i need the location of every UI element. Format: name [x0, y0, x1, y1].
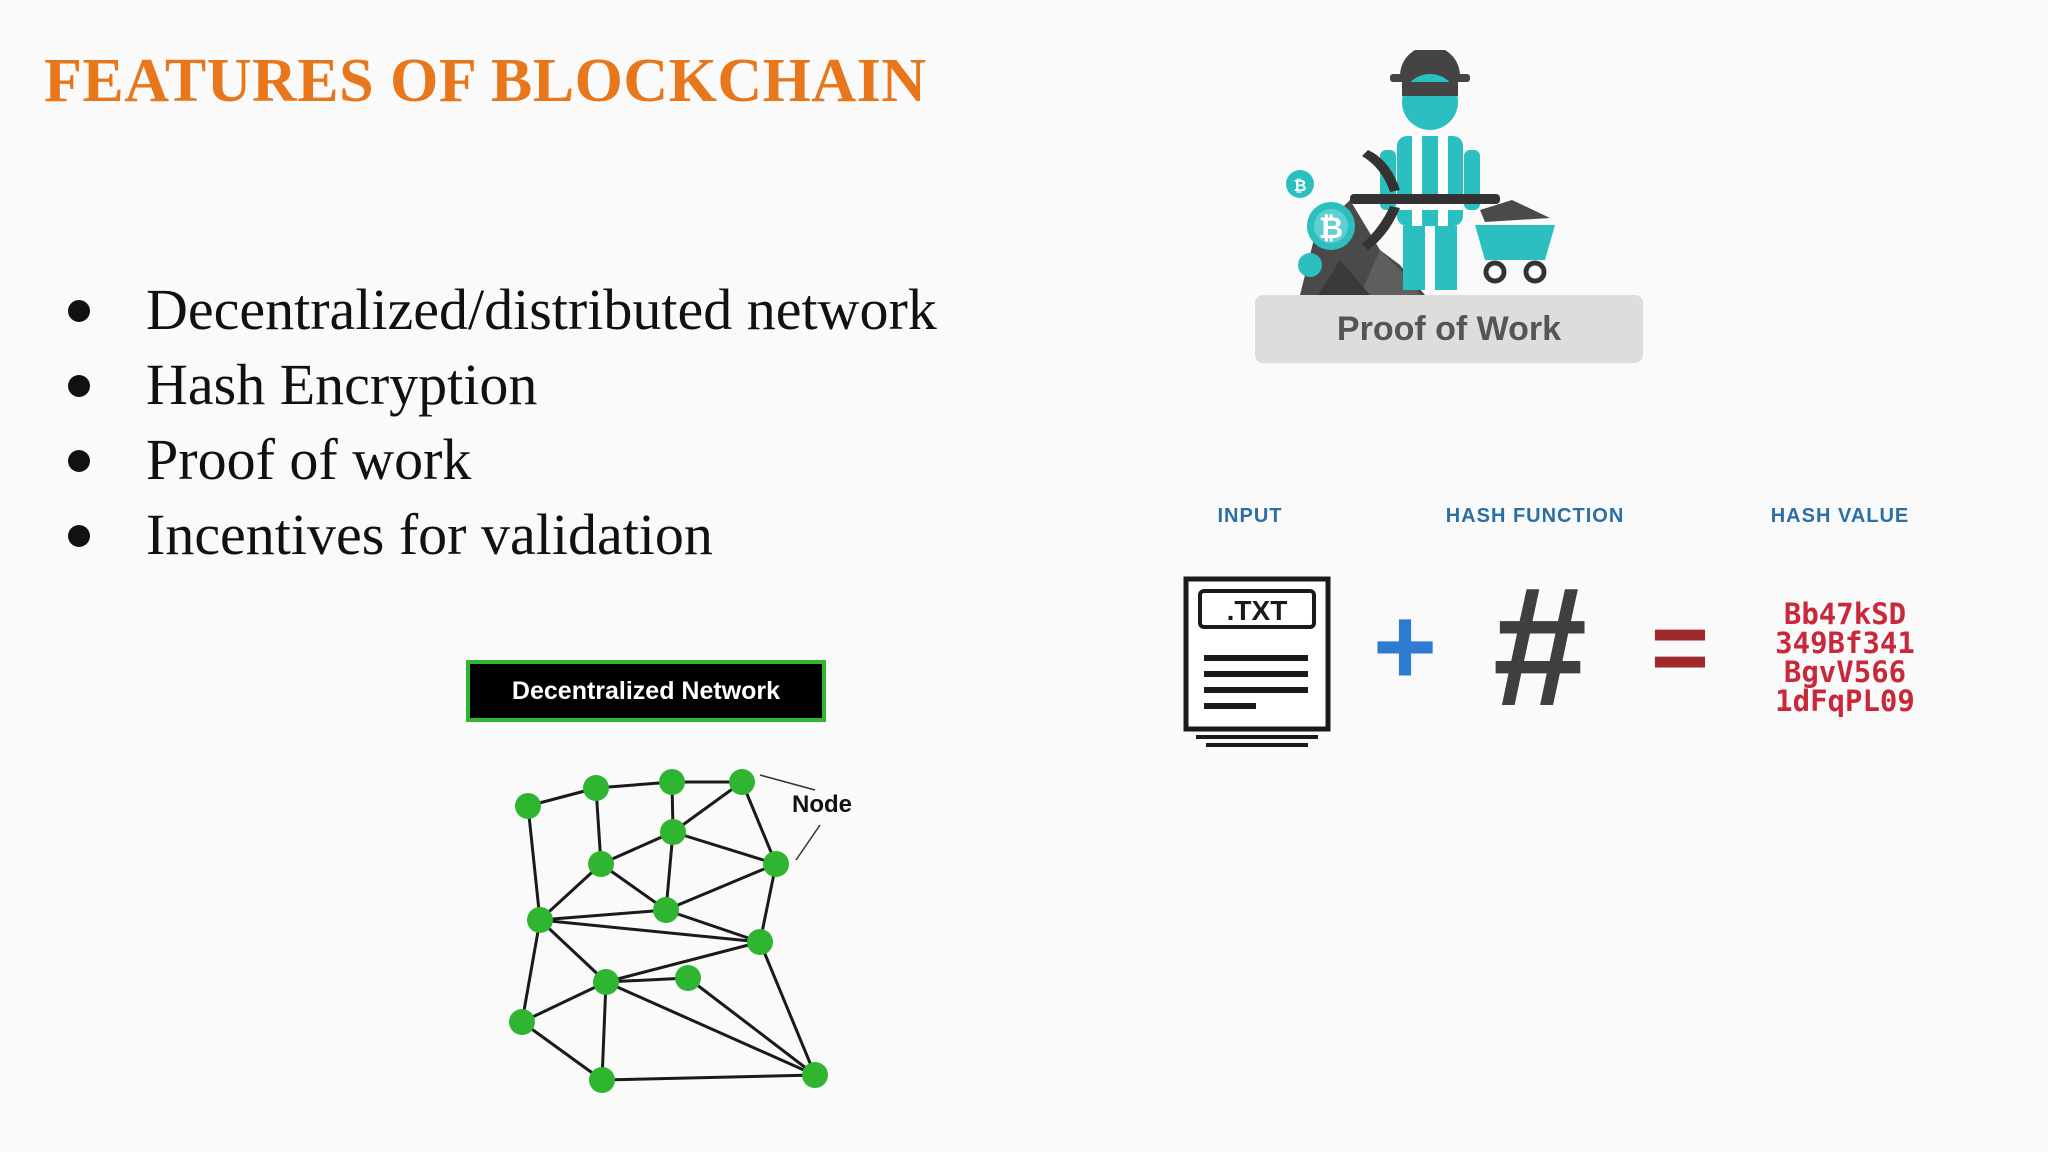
hash-figure: INPUT HASH FUNCTION HASH VALUE .TXT + # … — [1170, 500, 1970, 760]
hash-symbol: # — [1492, 552, 1588, 742]
network-nodes — [509, 769, 828, 1093]
feature-text: Hash Encryption — [146, 352, 538, 417]
network-edge — [758, 863, 778, 943]
network-node — [747, 929, 773, 955]
feature-item: Proof of work — [60, 422, 937, 497]
network-edge — [758, 941, 817, 1076]
network-edge — [601, 1073, 816, 1082]
network-edge — [687, 976, 816, 1077]
feature-item: Decentralized/distributed network — [60, 272, 937, 347]
network-node — [509, 1009, 535, 1035]
bullet-icon — [68, 375, 90, 397]
feature-text: Decentralized/distributed network — [146, 277, 937, 342]
network-edge — [538, 862, 603, 922]
hash-value-line: BgvV566 — [1783, 655, 1907, 689]
network-node — [802, 1062, 828, 1088]
network-title: Decentralized Network — [511, 676, 781, 705]
pickaxe-icon — [1350, 150, 1500, 250]
feature-item: Hash Encryption — [60, 347, 937, 422]
bullet-icon — [68, 300, 90, 322]
hash-value-lines: Bb47kSD 349Bf341 BgvV566 1dFqPL09 — [1730, 600, 1960, 716]
hash-input-label: INPUT — [1217, 505, 1283, 527]
network-node — [515, 793, 541, 819]
network-node — [653, 897, 679, 923]
network-edge — [665, 862, 777, 912]
network-node — [660, 819, 686, 845]
hash-value-line: 1dFqPL09 — [1775, 684, 1915, 718]
network-node — [588, 851, 614, 877]
network-node — [729, 769, 755, 795]
network-edge — [600, 981, 608, 1081]
network-edge — [526, 805, 542, 921]
network-edge — [600, 830, 674, 866]
network-title-box: Decentralized Network — [466, 660, 826, 722]
node-pointer-line — [795, 824, 821, 861]
equals-symbol: = — [1650, 592, 1710, 704]
network-node — [527, 907, 553, 933]
plus-symbol: + — [1372, 585, 1438, 708]
proof-of-work-figure: Proof of Work ₿ ₿ — [1255, 50, 1643, 363]
caption-box — [1255, 295, 1643, 363]
node-pointer-line — [759, 774, 816, 791]
text-file-icon: .TXT — [1183, 576, 1331, 747]
network-edge — [605, 980, 816, 1077]
hash-value-line: 349Bf341 — [1775, 626, 1915, 660]
network-edge — [538, 918, 608, 984]
network-node — [763, 851, 789, 877]
network-edge — [664, 831, 675, 911]
network-diagram: Node — [509, 769, 852, 1093]
feature-list: Decentralized/distributed network Hash E… — [60, 272, 937, 572]
hash-function-label: HASH FUNCTION — [1445, 505, 1625, 527]
network-edge — [605, 940, 761, 984]
hash-value-label: HASH VALUE — [1770, 505, 1910, 527]
svg-text:₿: ₿ — [1319, 212, 1343, 245]
network-node — [589, 1067, 615, 1093]
feature-text: Proof of work — [146, 427, 472, 492]
network-edge — [605, 976, 689, 984]
network-edge — [665, 908, 761, 944]
file-type-label: .TXT — [1227, 595, 1288, 626]
bullet-icon — [68, 450, 90, 472]
bullet-icon — [68, 525, 90, 547]
network-edge — [539, 908, 667, 922]
miner-icon — [1380, 50, 1480, 290]
network-node — [593, 969, 619, 995]
network-edge — [520, 919, 542, 1023]
node-label: Node — [792, 791, 852, 818]
network-node — [659, 769, 685, 795]
network-edge — [539, 918, 761, 944]
hash-value-line: Bb47kSD — [1783, 597, 1907, 631]
network-edge — [521, 980, 607, 1024]
network-edge — [672, 830, 777, 866]
bitcoin-coin-icon: ₿ ₿ — [1286, 170, 1355, 277]
svg-text:₿: ₿ — [1293, 177, 1306, 195]
network-edge — [672, 780, 743, 834]
network-edge — [740, 781, 778, 865]
network-edge — [600, 862, 667, 912]
mine-cart-icon — [1475, 200, 1555, 284]
network-edge — [521, 1020, 603, 1082]
slide-title: FEATURES OF BLOCKCHAIN — [44, 47, 927, 115]
network-node — [675, 965, 701, 991]
feature-item: Incentives for validation — [60, 497, 937, 572]
feature-text: Incentives for validation — [146, 502, 713, 567]
pow-caption: Proof of Work — [1337, 310, 1561, 348]
network-node — [583, 775, 609, 801]
